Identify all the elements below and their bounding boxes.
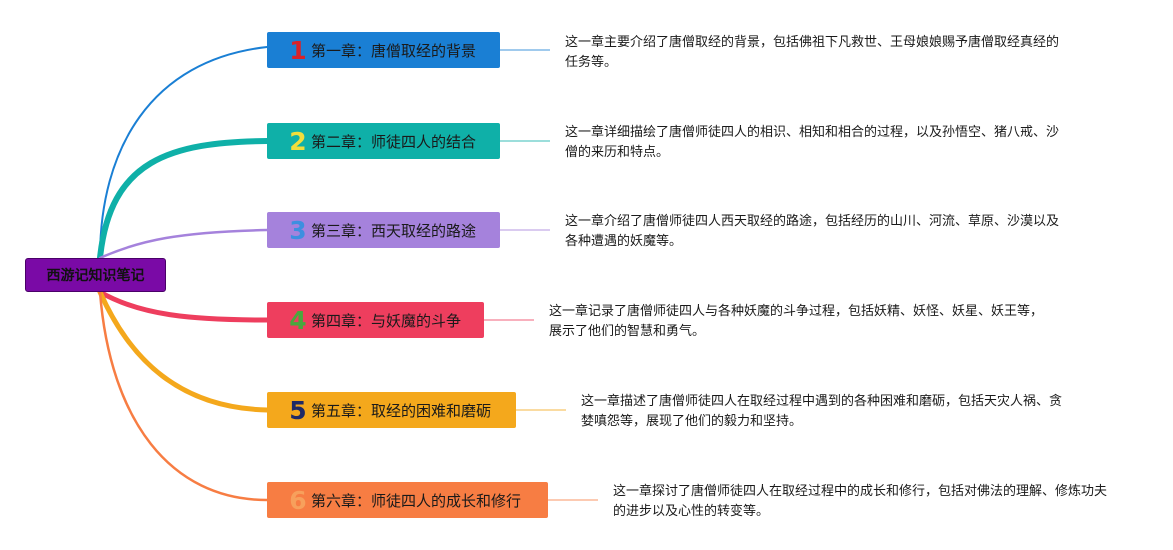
chapter-5-title: 第五章：取经的困难和磨砺 — [311, 401, 492, 420]
chapter-2-title: 第二章：师徒四人的结合 — [311, 132, 477, 151]
chapter-1-topic[interactable]: 1 第一章：唐僧取经的背景 — [267, 32, 500, 68]
chapter-5-topic[interactable]: 5 第五章：取经的困难和磨砺 — [267, 392, 516, 428]
branch-line-2 — [97, 138, 270, 261]
chapter-6-description: 这一章探讨了唐僧师徒四人在取经过程中的成长和修行，包括对佛法的理解、修炼功夫的进… — [613, 484, 1108, 519]
chapter-3-topic[interactable]: 3 第三章：西天取经的路途 — [267, 212, 500, 248]
chapter-number-1: 1 — [289, 35, 307, 65]
chapter-4-description: 这一章记录了唐僧师徒四人与各种妖魔的斗争过程，包括妖精、妖怪、妖星、妖王等，展示… — [549, 304, 1044, 339]
root-topic-label: 西游记知识笔记 — [46, 268, 145, 284]
chapter-number-5: 5 — [289, 395, 307, 425]
branch-line-5 — [97, 289, 270, 413]
chapter-number-2: 2 — [289, 126, 307, 156]
chapter-3-title: 第三章：西天取经的路途 — [311, 221, 477, 240]
chapter-6-title: 第六章：师徒四人的成长和修行 — [311, 491, 522, 510]
chapter-4-title: 第四章：与妖魔的斗争 — [311, 311, 462, 330]
chapter-4-topic[interactable]: 4 第四章：与妖魔的斗争 — [267, 302, 484, 338]
chapter-number-6: 6 — [289, 485, 307, 515]
chapter-number-3: 3 — [289, 215, 307, 245]
chapter-3-description: 这一章介绍了唐僧师徒四人西天取经的路途，包括经历的山川、河流、草原、沙漠以及各种… — [565, 214, 1060, 249]
chapter-2-topic[interactable]: 2 第二章：师徒四人的结合 — [267, 123, 500, 159]
chapter-5-description: 这一章描述了唐僧师徒四人在取经过程中遇到的各种困难和磨砺，包括天灾人祸、贪婪嗔怨… — [581, 394, 1063, 429]
chapter-2-description: 这一章详细描绘了唐僧师徒四人的相识、相知和相合的过程，以及孙悟空、猪八戒、沙僧的… — [565, 125, 1060, 160]
root-topic[interactable]: 西游记知识笔记 — [25, 258, 166, 292]
branch-line-3 — [98, 228, 269, 260]
chapter-6-topic[interactable]: 6 第六章：师徒四人的成长和修行 — [267, 482, 548, 518]
chapter-number-4: 4 — [289, 305, 307, 335]
branch-line-1 — [99, 46, 268, 259]
branch-line-6 — [98, 290, 269, 502]
chapter-1-description: 这一章主要介绍了唐僧取经的背景，包括佛祖下凡救世、王母娘娘赐予唐僧取经真经的任务… — [565, 35, 1060, 70]
branch-line-4 — [97, 289, 270, 323]
chapter-1-title: 第一章：唐僧取经的背景 — [311, 41, 477, 60]
